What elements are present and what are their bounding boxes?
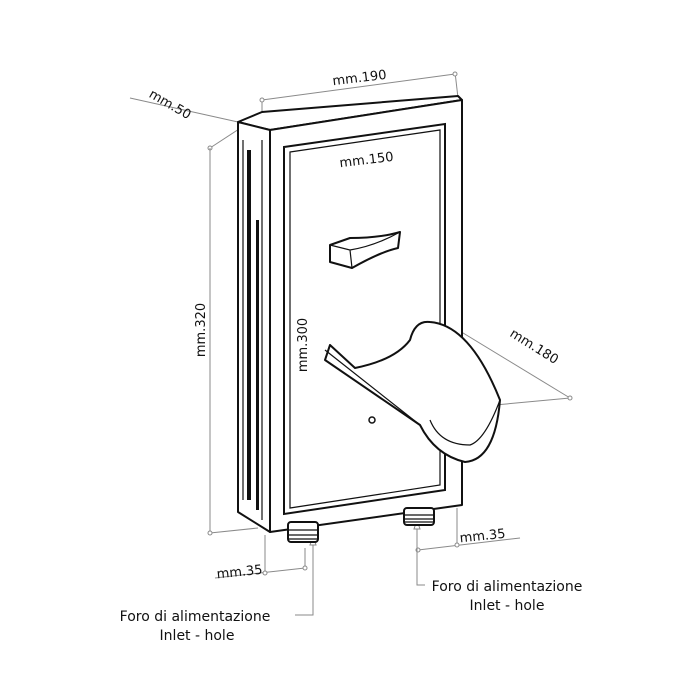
dim-width-inner: mm.150 [339,150,395,172]
left-inlet-label-line1: Foro di alimentazione [120,609,271,625]
right-inlet-label-line1: Foro di alimentazione [432,579,583,595]
dim-height-total: mm.320 [194,303,209,357]
holder-trough [324,320,501,463]
dim-inlet-offset-left: mm.35 [216,563,263,583]
dim-depth: mm.50 [146,87,193,123]
dim-height-inner: mm.300 [296,318,311,372]
right-inlet-label-line2: Inlet - hole [470,598,545,614]
dim-holder-length: mm.180 [507,326,561,367]
left-inlet-fitting [287,521,319,543]
heater-body [237,95,463,533]
handle [329,231,401,269]
dim-width-total: mm.190 [332,68,388,90]
left-inlet-label-line2: Inlet - hole [160,628,235,644]
dim-inlet-offset-right: mm.35 [459,527,506,547]
inlet-fittings [287,507,435,543]
right-inlet-fitting [403,507,435,526]
